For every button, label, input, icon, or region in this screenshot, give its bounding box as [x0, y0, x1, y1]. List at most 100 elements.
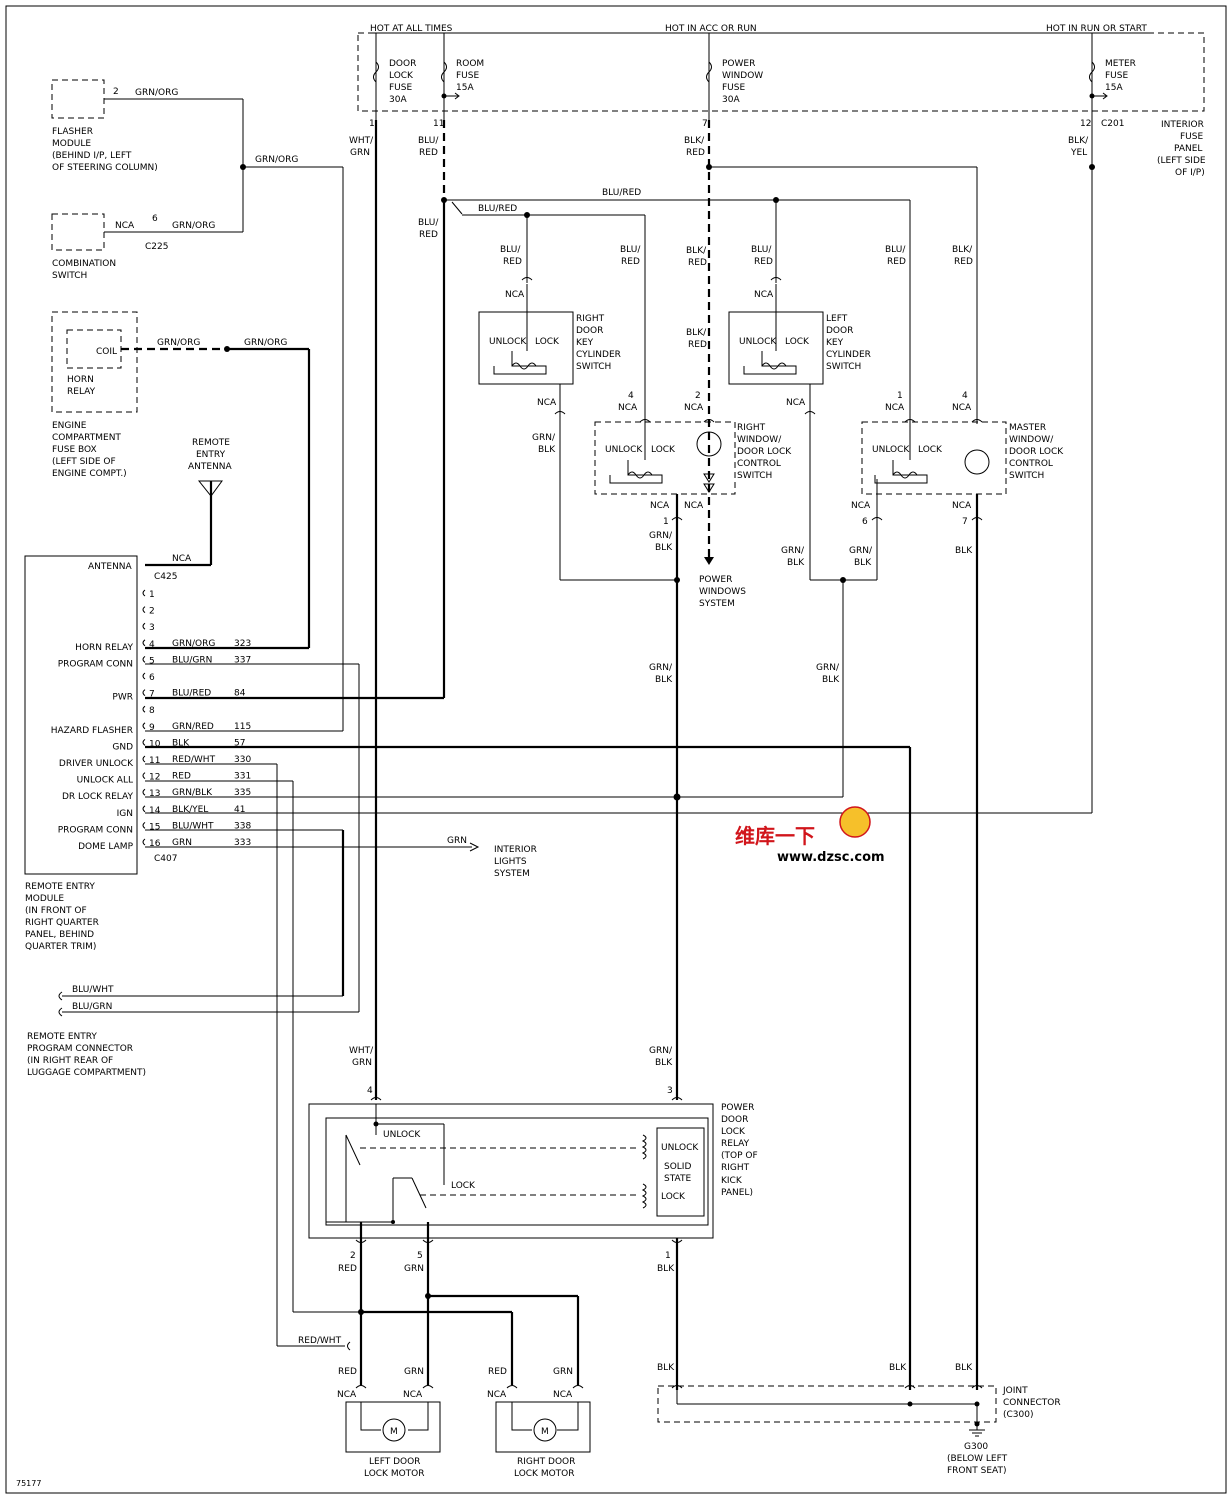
- antenna-label-2: ENTRY: [196, 450, 226, 460]
- msw-label-3: DOOR LOCK: [1009, 447, 1064, 457]
- lkc-label-2: DOOR: [826, 326, 853, 336]
- module-pin-label: PWR: [112, 693, 133, 703]
- module-pin-wire: RED/WHT: [172, 755, 216, 765]
- rkc-label-3: KEY: [576, 338, 594, 348]
- fuse-pin-7: 7: [702, 119, 708, 129]
- wire-blk-red-top-2: RED: [686, 148, 705, 158]
- antenna-nca: NCA: [172, 554, 192, 564]
- horn-relay-label-1: HORN: [67, 375, 94, 385]
- lkc-label-3: KEY: [826, 338, 844, 348]
- rws-label-2: WINDOW/: [737, 435, 782, 445]
- wire-blu-red-mid-1: BLU/: [418, 218, 439, 228]
- lkc-label-1: LEFT: [826, 314, 848, 324]
- rws-label-1: RIGHT: [737, 423, 766, 433]
- module-pin-wire: BLU/WHT: [172, 821, 214, 831]
- meter-fuse-label-2: FUSE: [1105, 71, 1128, 81]
- module-pin-num: 6: [149, 673, 155, 683]
- left-motor-icon: [382, 1418, 406, 1442]
- jc-label-1: JOINT: [1002, 1386, 1028, 1396]
- msw-pin-4: 4: [962, 391, 968, 401]
- interior-lights-3: SYSTEM: [494, 869, 530, 879]
- master-motor-icon: [964, 449, 990, 475]
- relay-out-red: RED: [338, 1264, 357, 1274]
- module-pin-terminal: [142, 606, 146, 613]
- module-pin-wire: BLK/YEL: [172, 805, 208, 815]
- fuse-pin-12: 12: [1080, 119, 1091, 129]
- efb-label-2: COMPARTMENT: [52, 433, 121, 443]
- wire-blk-yel-1: BLK/: [1068, 136, 1089, 146]
- module-pin-terminal: [142, 838, 146, 846]
- lm-nca-2: NCA: [403, 1390, 423, 1400]
- module-pin-wire: RED: [172, 772, 191, 782]
- pws-label-1: POWER: [699, 575, 732, 585]
- module-antenna-label: ANTENNA: [88, 562, 133, 572]
- pdl-label-6: RIGHT: [721, 1163, 750, 1173]
- antenna-icon: REMOTE ENTRY ANTENNA NCA C425: [145, 438, 233, 582]
- prog-conn-label-4: LUGGAGE COMPARTMENT): [27, 1068, 146, 1078]
- lkc-out-1: GRN/: [781, 546, 805, 556]
- pdl-label-8: PANEL): [721, 1188, 753, 1198]
- wire-flasher-grn-org: GRN/ORG: [135, 88, 178, 98]
- module-label-3: (IN FRONT OF: [25, 906, 87, 916]
- flasher-label-4: OF STEERING COLUMN): [52, 163, 158, 173]
- wire-blk-yel-2: YEL: [1070, 148, 1087, 158]
- meter-fuse-label-1: METER: [1105, 59, 1136, 69]
- rkc-wire-2: RED: [503, 257, 522, 267]
- module-pin-wire: BLU/GRN: [172, 655, 212, 665]
- rws-nca-2: NCA: [684, 403, 704, 413]
- c201-label: C201: [1101, 119, 1124, 129]
- module-pin-label: UNLOCK ALL: [77, 776, 133, 786]
- module-pin-circuit: 335: [234, 788, 251, 798]
- lm-nca-1: NCA: [337, 1390, 357, 1400]
- relay-out-grn: GRN: [404, 1264, 424, 1274]
- module-pin-terminal: [142, 672, 146, 680]
- comb-pin-6: 6: [152, 214, 158, 224]
- relay-out-blk: BLK: [657, 1264, 675, 1274]
- relay-pin-2: 2: [350, 1251, 356, 1261]
- ground-label-1: G300: [964, 1442, 988, 1452]
- wire-wht-grn-2: GRN: [350, 148, 370, 158]
- rws-pin-2: 2: [695, 391, 701, 401]
- module-pin-circuit: 57: [234, 738, 245, 748]
- antenna-label-1: REMOTE: [192, 438, 230, 448]
- module-label-1: REMOTE ENTRY: [25, 882, 95, 892]
- interior-fuse-panel: HOT AT ALL TIMES HOT IN ACC OR RUN HOT I…: [357, 24, 1206, 178]
- lkc-nca-bot: NCA: [786, 398, 806, 408]
- module-pin-circuit: 330: [234, 755, 251, 765]
- rm-label-1: RIGHT DOOR: [517, 1457, 575, 1467]
- module-pin-num: 14: [149, 806, 161, 816]
- msw-blu-red-1: BLU/: [885, 245, 906, 255]
- relay-wht-grn-1: WHT/: [349, 1046, 374, 1056]
- module-pin-circuit: 41: [234, 805, 245, 815]
- diagram-border: [5, 5, 1227, 1494]
- wire-grn-interior: GRN: [447, 836, 467, 846]
- rm-red: RED: [488, 1367, 507, 1377]
- module-pin-circuit: 338: [234, 821, 251, 831]
- pdl-label-4: RELAY: [721, 1139, 750, 1149]
- module-pin-label: PROGRAM CONN: [58, 825, 133, 835]
- c407-label: C407: [154, 854, 177, 864]
- prog-conn-label-1: REMOTE ENTRY: [27, 1032, 97, 1042]
- rkc-label-4: CYLINDER: [576, 350, 621, 360]
- flasher-label-3: (BEHIND I/P, LEFT: [52, 151, 132, 161]
- flasher-label-1: FLASHER: [52, 127, 93, 137]
- module-pin-label: DOME LAMP: [78, 842, 133, 852]
- wire-horn-grn-org-2: GRN/ORG: [244, 338, 287, 348]
- watermark-brand: 维库一下: [735, 824, 815, 848]
- hot-at-all-times-label: HOT AT ALL TIMES: [370, 24, 453, 34]
- rkc-label-5: SWITCH: [576, 362, 611, 372]
- module-pin-num: 4: [149, 640, 155, 650]
- master-window-door-lock-switch: 1 NCA 4 NCA UNLOCK LOCK MASTER WINDOW/ D…: [816, 391, 1064, 1390]
- fuse-pin-11: 11: [433, 119, 444, 129]
- pdl-label-3: LOCK: [721, 1127, 746, 1137]
- solid-state-lock: LOCK: [661, 1192, 686, 1202]
- pws-label-2: WINDOWS: [699, 587, 746, 597]
- right-window-door-lock-switch: 4 NCA 2 NCA UNLOCK LOCK RIGHT WINDOW/ DO…: [594, 391, 792, 1100]
- module-pin-label: DRIVER UNLOCK: [59, 759, 134, 769]
- lkc-label-4: CYLINDER: [826, 350, 871, 360]
- module-pin-num: 10: [149, 739, 161, 749]
- c225-label: C225: [145, 242, 168, 252]
- msw-blk-red-2: RED: [954, 257, 973, 267]
- flasher-pin-2: 2: [113, 87, 119, 97]
